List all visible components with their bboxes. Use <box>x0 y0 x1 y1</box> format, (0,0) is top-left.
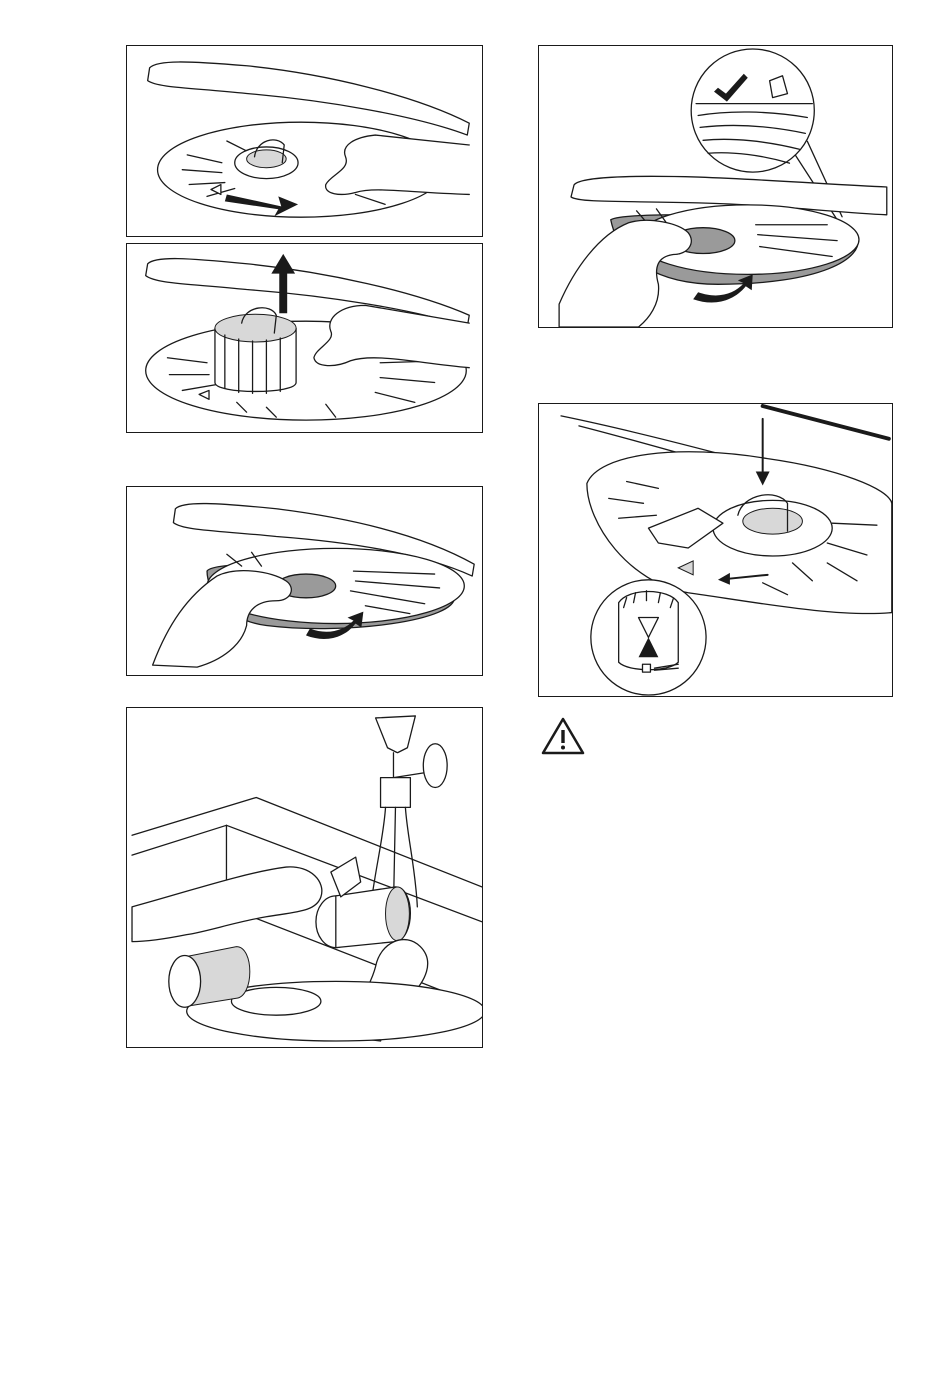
filter-top <box>247 150 287 168</box>
figure-step-6 <box>538 403 893 697</box>
tap-handle <box>376 716 416 753</box>
removed-filter-cap <box>169 956 201 1008</box>
filter-handle <box>331 857 361 897</box>
warning-triangle-icon <box>540 716 586 756</box>
filter-end-b <box>386 887 410 941</box>
illustration-reinstall-flat-filter <box>539 46 892 327</box>
figure-step-3 <box>126 486 483 676</box>
illustration-remove-filter <box>127 46 482 236</box>
filter-top <box>215 314 296 342</box>
illustration-insert-filter <box>539 404 892 696</box>
illustration-turn-flat-filter <box>127 487 482 675</box>
figure-step-4 <box>126 707 483 1048</box>
filter-top <box>743 508 803 534</box>
figure-step-5 <box>538 45 893 328</box>
tap-wall-mount <box>423 744 447 788</box>
illustration-rinse-filters <box>127 708 482 1047</box>
lock-symbol-icon <box>643 664 651 672</box>
tap-body <box>393 753 425 778</box>
tap-spout <box>381 778 411 808</box>
figure-step-2 <box>126 243 483 433</box>
illustration-lift-filter <box>127 244 482 432</box>
door-edge <box>763 406 889 439</box>
figure-step-1 <box>126 45 483 237</box>
